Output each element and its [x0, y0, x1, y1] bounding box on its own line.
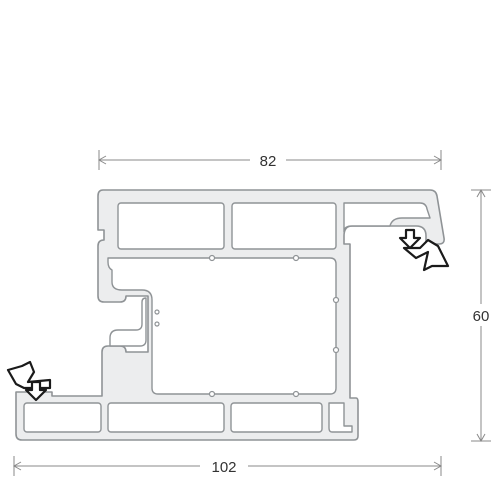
notch-marker: [292, 390, 300, 398]
height-dimension: 60: [466, 188, 496, 443]
bottom-dimension: 102: [12, 455, 443, 477]
notch-marker: [154, 309, 160, 315]
chamber-bottom-outer: [23, 402, 102, 433]
notch-marker: [154, 321, 160, 327]
gasket-left-lip: [6, 360, 52, 390]
notch-marker: [332, 296, 340, 304]
notch-marker: [332, 346, 340, 354]
chamber-bottom-right: [328, 402, 353, 433]
top-dimension-arrow-right: [433, 155, 443, 165]
gasket-right-lip: [402, 238, 450, 272]
top-dimension: 82: [97, 149, 443, 171]
height-dimension-arrow-top: [476, 188, 486, 198]
chamber-bottom-middle: [230, 402, 323, 433]
wall-notches: [154, 254, 340, 398]
notch-marker: [208, 254, 216, 262]
height-dimension-label-bg: [466, 304, 496, 326]
chamber-left-hook: [109, 297, 147, 347]
chamber-bottom-left: [107, 402, 225, 433]
top-dimension-label-bg: [250, 149, 286, 171]
chamber-central: [107, 257, 337, 395]
bottom-dimension-arrow-right: [433, 461, 443, 471]
gasket-left: [6, 360, 52, 402]
bottom-dimension-label: 102: [211, 459, 236, 476]
bottom-dimension-label-bg: [200, 455, 248, 477]
notch-marker: [292, 254, 300, 262]
top-dimension-arrow-left: [97, 155, 107, 165]
gasket-right-anchor: [398, 228, 422, 250]
height-dimension-label: 60: [473, 308, 490, 325]
chamber-top-left: [117, 202, 225, 250]
bottom-dimension-arrow-left: [12, 461, 22, 471]
top-dimension-label: 82: [260, 153, 277, 170]
notch-marker: [208, 390, 216, 398]
chamber-top-right: [343, 202, 431, 233]
chamber-top-middle: [231, 202, 337, 250]
height-dimension-arrow-bottom: [476, 433, 486, 443]
gasket-left-anchor: [24, 380, 48, 402]
gasket-right: [398, 228, 450, 272]
